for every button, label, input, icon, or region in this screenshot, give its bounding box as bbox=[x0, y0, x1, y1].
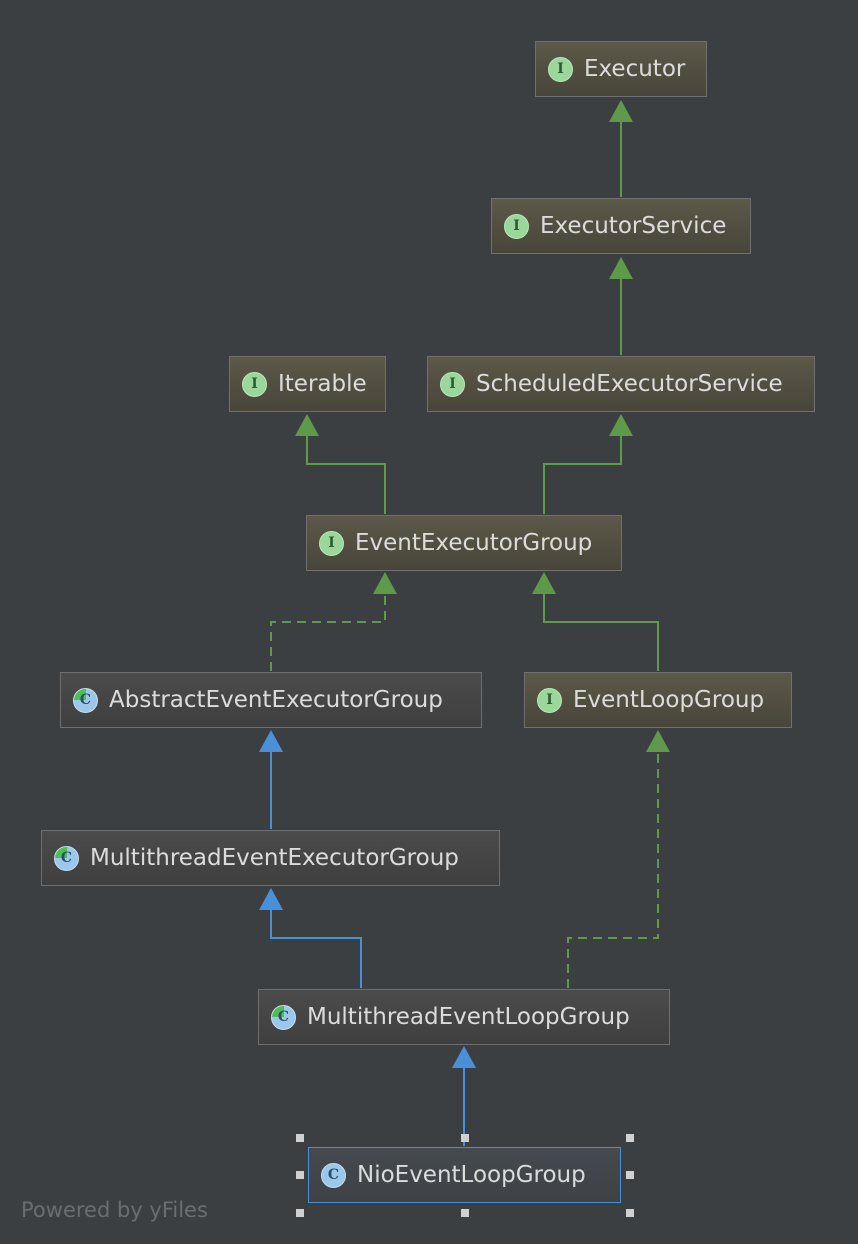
node-event-loop-group[interactable]: I EventLoopGroup bbox=[524, 672, 792, 728]
node-label: ExecutorService bbox=[540, 213, 727, 239]
interface-icon: I bbox=[504, 213, 529, 239]
edge-executorservice-to-executor bbox=[609, 100, 633, 197]
abstract-class-icon: C bbox=[271, 1004, 296, 1030]
node-label: Iterable bbox=[278, 371, 367, 397]
edge-eventexecutorgroup-to-scheduledexecutorservice bbox=[543, 414, 633, 514]
resize-handle-top-right[interactable] bbox=[626, 1134, 634, 1142]
abstract-class-icon: C bbox=[73, 687, 98, 713]
node-iterable[interactable]: I Iterable bbox=[229, 356, 386, 412]
abstract-class-icon: C bbox=[54, 845, 79, 871]
resize-handle-middle-left[interactable] bbox=[296, 1171, 304, 1179]
interface-icon: I bbox=[537, 687, 562, 713]
edge-eventexecutorgroup-to-iterable bbox=[295, 414, 386, 514]
edge-multithreadeventloopgroup-to-eventloopgroup bbox=[567, 730, 670, 988]
interface-icon: I bbox=[242, 371, 267, 397]
edge-scheduledexecutorservice-to-executorservice bbox=[609, 257, 633, 355]
interface-icon: I bbox=[440, 371, 465, 397]
node-label: AbstractEventExecutorGroup bbox=[109, 687, 443, 713]
resize-handle-top-center[interactable] bbox=[461, 1134, 469, 1142]
edge-eventloopgroup-to-eventexecutorgroup bbox=[532, 572, 659, 671]
node-executor-service[interactable]: I ExecutorService bbox=[491, 198, 751, 254]
edge-multithreadeventloopgroup-to-multithreadeventexecutorgroup bbox=[259, 888, 362, 988]
node-label: ScheduledExecutorService bbox=[476, 371, 783, 397]
edge-abstracteventexecutorgroup-to-eventexecutorgroup bbox=[270, 572, 397, 671]
node-label: MultithreadEventLoopGroup bbox=[307, 1004, 630, 1030]
resize-handle-top-left[interactable] bbox=[296, 1134, 304, 1142]
node-label: MultithreadEventExecutorGroup bbox=[90, 845, 459, 871]
node-event-executor-group[interactable]: I EventExecutorGroup bbox=[306, 515, 622, 571]
node-label: Executor bbox=[584, 56, 686, 82]
edge-multithreadeventexecutorgroup-to-abstracteventexecutorgroup bbox=[259, 730, 283, 829]
node-label: NioEventLoopGroup bbox=[357, 1162, 586, 1188]
resize-handle-middle-right[interactable] bbox=[626, 1171, 634, 1179]
node-label: EventExecutorGroup bbox=[355, 530, 593, 556]
resize-handle-bottom-left[interactable] bbox=[296, 1209, 304, 1217]
node-multithread-event-executor-group[interactable]: C MultithreadEventExecutorGroup bbox=[41, 830, 500, 886]
interface-icon: I bbox=[319, 530, 344, 556]
node-label: EventLoopGroup bbox=[573, 687, 765, 713]
node-multithread-event-loop-group[interactable]: C MultithreadEventLoopGroup bbox=[258, 989, 670, 1045]
class-icon: C bbox=[321, 1162, 346, 1188]
resize-handle-bottom-right[interactable] bbox=[626, 1209, 634, 1217]
node-nio-event-loop-group[interactable]: C NioEventLoopGroup bbox=[308, 1147, 621, 1203]
resize-handle-bottom-center[interactable] bbox=[461, 1209, 469, 1217]
interface-icon: I bbox=[548, 56, 573, 82]
powered-by-footer: Powered by yFiles bbox=[21, 1198, 208, 1222]
node-executor[interactable]: I Executor bbox=[535, 41, 707, 97]
node-abstract-event-executor-group[interactable]: C AbstractEventExecutorGroup bbox=[60, 672, 482, 728]
edge-nioeventloopgroup-to-multithreadeventloopgroup bbox=[452, 1046, 476, 1146]
node-scheduled-executor-service[interactable]: I ScheduledExecutorService bbox=[427, 356, 815, 412]
